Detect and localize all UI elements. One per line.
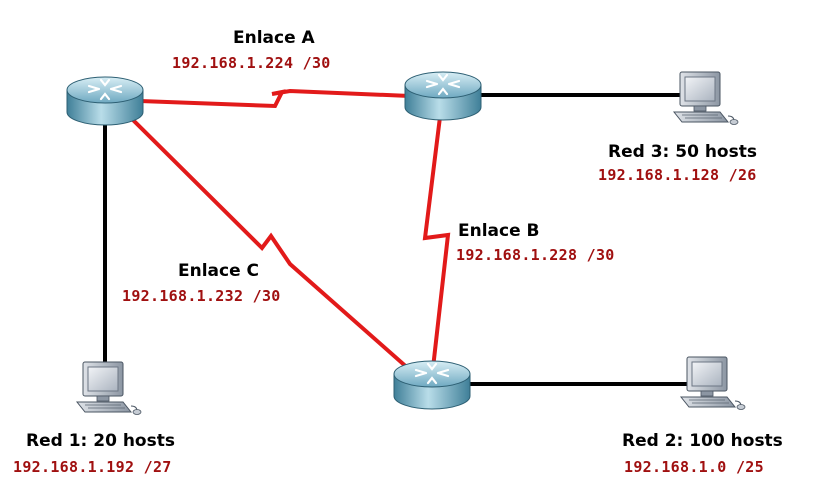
pc-red3-icon[interactable] [673,71,739,125]
wan-link-enlace-c [126,113,412,372]
router-bottom-icon[interactable] [392,359,472,411]
enlace-c-name: Enlace C [178,261,260,281]
enlace-a-address: 192.168.1.224 /30 [172,54,331,72]
pc-red1-icon[interactable] [76,361,142,415]
red1-address: 192.168.1.192 /27 [13,458,172,476]
red2-name: Red 2: 100 hosts [622,431,783,451]
red3-name: Red 3: 50 hosts [608,142,757,162]
router-left-icon[interactable] [65,75,145,127]
enlace-a-name: Enlace A [233,28,315,48]
wan-link-enlace-b [422,116,451,369]
enlace-b-name: Enlace B [458,221,540,241]
red3-address: 192.168.1.128 /26 [598,166,757,184]
enlace-c-address: 192.168.1.232 /30 [122,287,281,305]
red1-name: Red 1: 20 hosts [26,431,175,451]
wan-link-enlace-a [139,88,411,109]
router-top-icon[interactable] [403,70,483,122]
red2-address: 192.168.1.0 /25 [624,458,764,476]
pc-red2-icon[interactable] [680,356,746,410]
enlace-b-address: 192.168.1.228 /30 [456,246,615,264]
